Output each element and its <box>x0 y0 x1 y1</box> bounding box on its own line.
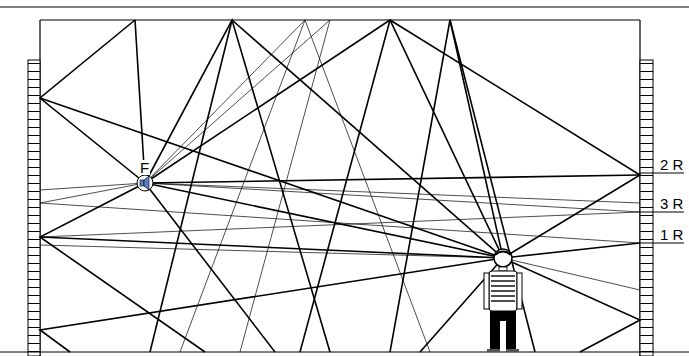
reflection-label: 1 R <box>659 227 684 242</box>
listener-figure <box>484 249 522 352</box>
right-brick-wall <box>640 60 653 356</box>
thin-rays <box>40 20 640 352</box>
ceiling-line <box>40 19 640 20</box>
source-label: F <box>139 160 150 175</box>
reflection-label: 3 R <box>659 196 684 211</box>
speaker-symbol <box>137 175 153 191</box>
left-brick-wall <box>28 60 40 356</box>
roof-line <box>0 6 689 7</box>
floor-line <box>0 352 689 353</box>
reflected-rays <box>40 20 640 352</box>
reflection-label: 2 R <box>659 157 684 172</box>
label-ticks <box>640 173 684 243</box>
